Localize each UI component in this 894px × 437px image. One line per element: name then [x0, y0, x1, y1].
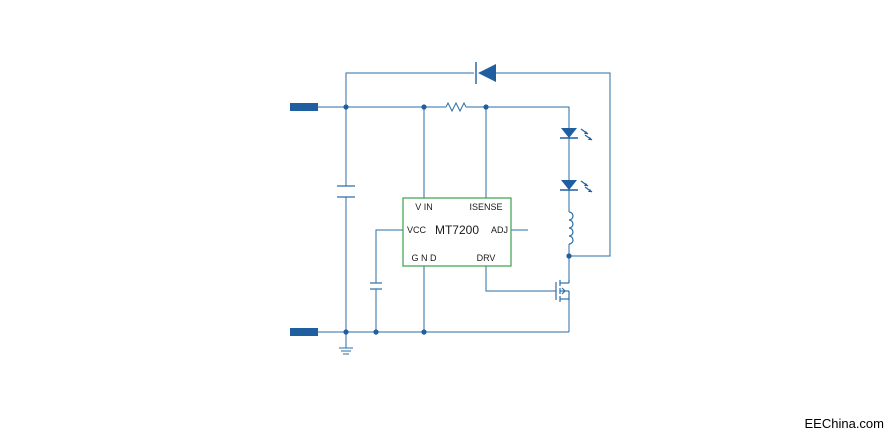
- diode-icon: [475, 62, 496, 84]
- pin-label-gnd: G N D: [411, 253, 437, 263]
- chip-body: [402, 197, 512, 267]
- capacitor-vcc-icon: [370, 282, 382, 290]
- junction-dot: [483, 104, 489, 110]
- terminal-negative: [290, 328, 318, 336]
- junction-dot: [343, 104, 349, 110]
- junction-dot: [343, 329, 349, 335]
- wire-vcc: [375, 229, 403, 332]
- pin-label-isense: ISENSE: [469, 202, 502, 212]
- wires: [318, 72, 611, 348]
- pin-label-vcc: VCC: [407, 225, 427, 235]
- junction-dot: [566, 253, 572, 259]
- junction-dot: [421, 329, 427, 335]
- wire-drv: [485, 266, 556, 292]
- watermark: EEChina.com: [805, 416, 884, 431]
- chip-name: MT7200: [435, 223, 479, 237]
- junction-dot: [373, 329, 379, 335]
- pin-label-adj: ADJ: [491, 225, 508, 235]
- junctions: [343, 104, 572, 335]
- mosfet-icon: [555, 280, 570, 302]
- junction-dot: [421, 104, 427, 110]
- wire-feedback-loop: [345, 72, 611, 257]
- pin-label-drv: DRV: [477, 253, 496, 263]
- pin-label-vin: V IN: [415, 202, 433, 212]
- led-icon: [560, 128, 593, 141]
- terminal-positive: [290, 103, 318, 111]
- inductor-icon: [568, 211, 574, 245]
- resistor-icon: [445, 101, 467, 113]
- controller-chip: MT7200 V IN ISENSE VCC ADJ G N D DRV: [402, 197, 512, 267]
- ground-icon: [339, 347, 353, 355]
- wire-supply-rail: [318, 106, 570, 128]
- capacitor-input-icon: [337, 185, 355, 198]
- led-icon: [560, 180, 593, 193]
